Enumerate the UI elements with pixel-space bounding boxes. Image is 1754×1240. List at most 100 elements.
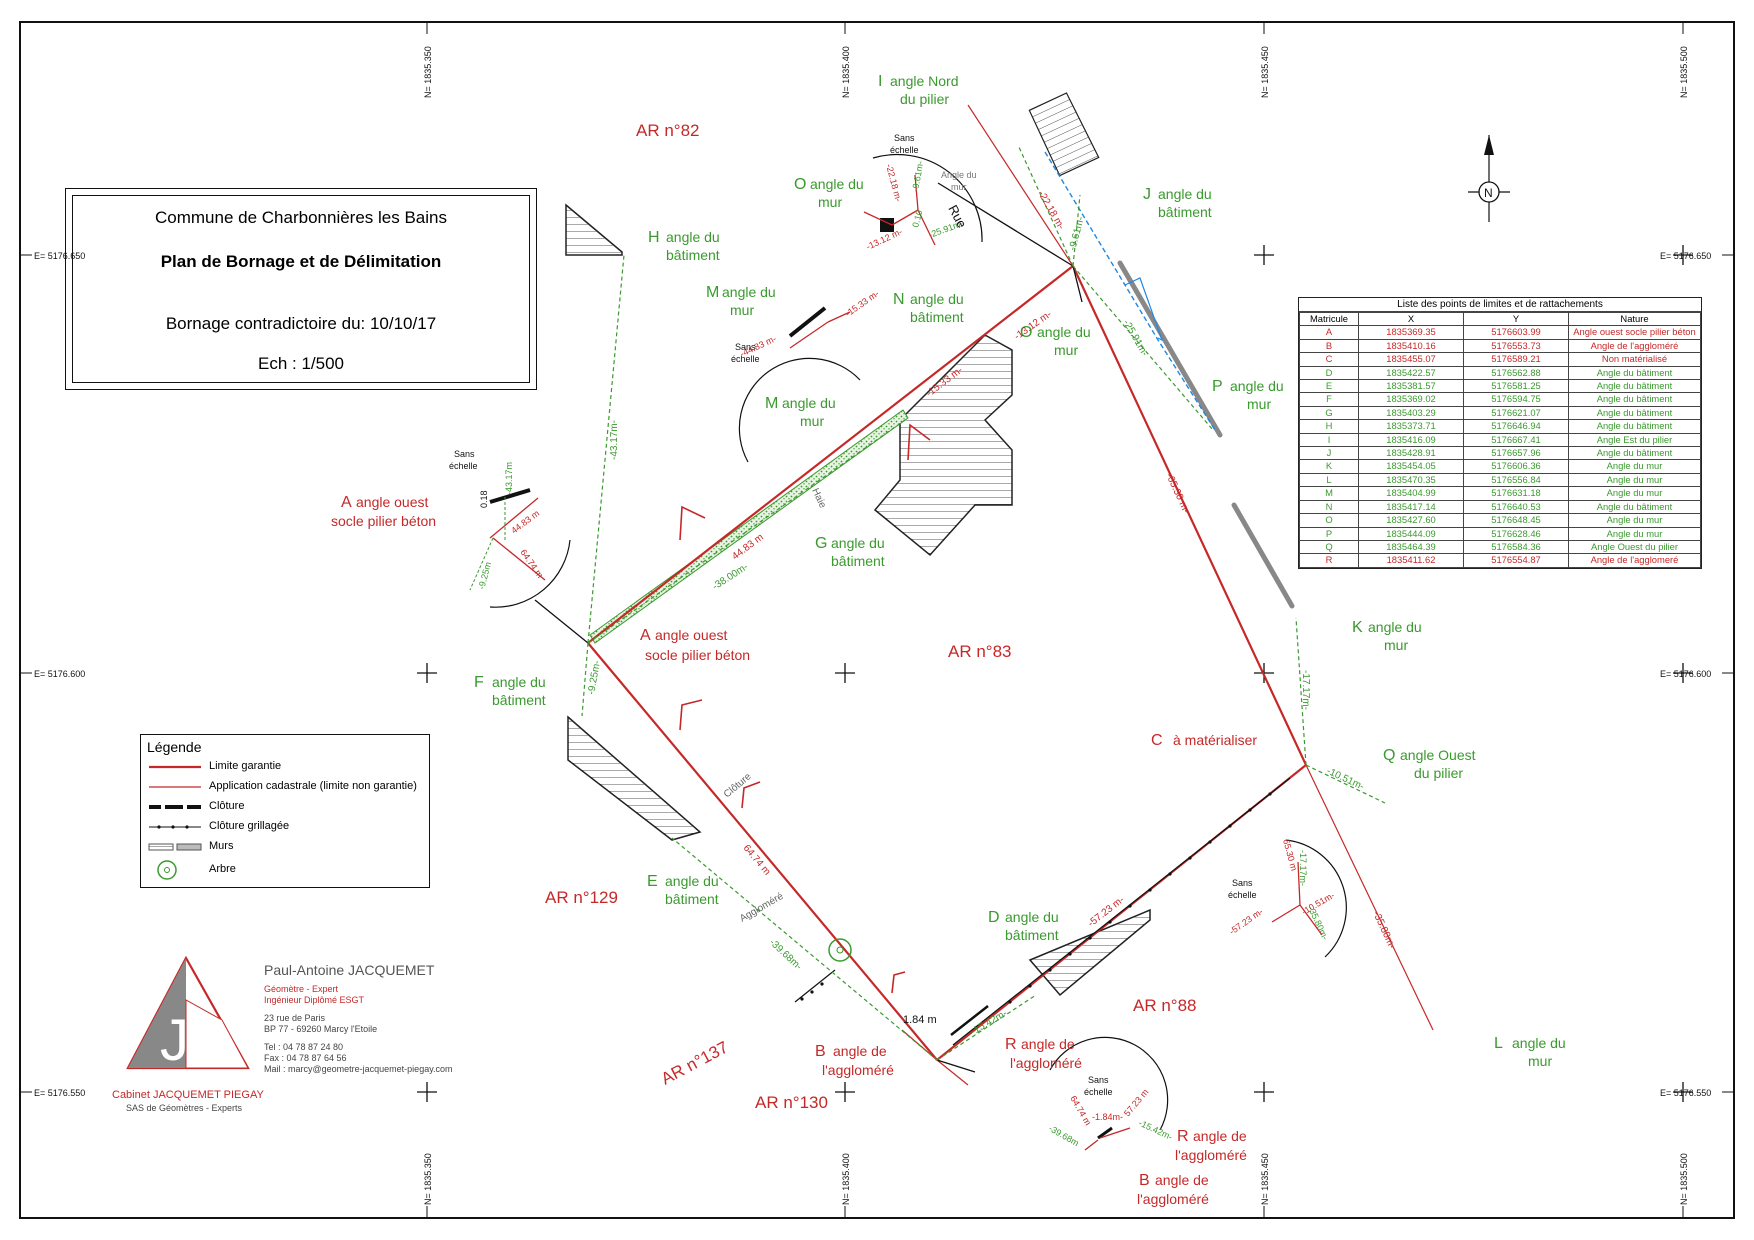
fence-wire — [950, 777, 1291, 1046]
table-cell-nature: Angle du mur — [1568, 472, 1701, 488]
dim-oc: -65.30 m- — [1163, 472, 1191, 515]
fence-flags — [679, 423, 931, 994]
tree-icon — [157, 860, 177, 880]
point-m-letter: M — [765, 395, 778, 412]
dim-be: -39.68m- — [767, 937, 804, 972]
table-cell-x: 1835464.39 — [1358, 539, 1464, 555]
grid-label-n-1835350-bottom: N= 1835.350 — [423, 1153, 433, 1205]
building-j — [1028, 92, 1100, 177]
legend-item-limite: Limite garantie — [147, 759, 417, 775]
legend: Légende Limite garantie Application cada… — [140, 734, 430, 888]
grid-label-n-1835450-bottom: N= 1835.450 — [1260, 1153, 1270, 1205]
point-m-inset-text-1: angle du — [722, 284, 776, 300]
inset-a-arc — [489, 539, 571, 608]
th-x: X — [1358, 311, 1464, 327]
dim-af: -9.25m- — [586, 660, 603, 696]
inset-m-arc — [738, 357, 861, 463]
dim-b-inset-57: 57.23 m — [1122, 1087, 1151, 1118]
point-f-text-2: bâtiment — [492, 692, 546, 708]
table-cell-x: 1835455.07 — [1358, 352, 1464, 367]
dim-ag: -38.00m- — [711, 561, 751, 592]
legend-label-limite: Limite garantie — [209, 760, 282, 772]
table-cell-nature: Angle du mur — [1568, 486, 1701, 501]
point-r-inset-text-1: angle de — [1193, 1128, 1247, 1144]
north-label: N — [1484, 186, 1493, 200]
point-b-text-2: l'aggloméré — [822, 1062, 894, 1078]
table-cell-nature: Angle du mur — [1568, 526, 1701, 541]
point-k-letter: K — [1352, 619, 1363, 636]
point-n-text-2: bâtiment — [910, 309, 964, 325]
sans-echelle-o-1: Sans — [894, 133, 915, 143]
firm-name: Paul-Antoine JACQUEMET — [264, 962, 435, 978]
sans-echelle-c-2: échelle — [1228, 890, 1257, 900]
point-m-inset-letter: M — [706, 284, 719, 301]
point-f-text-1: angle du — [492, 674, 546, 690]
point-i-text-1: angle Nord — [890, 73, 959, 89]
inset-o — [863, 174, 936, 246]
legend-limite-symbol — [149, 765, 201, 769]
sans-echelle-m-2: échelle — [731, 354, 760, 364]
point-r-inset-letter: R — [1177, 1128, 1189, 1145]
legend-label-cadastral: Application cadastrale (limite non garan… — [209, 780, 417, 792]
fence-b-west — [794, 969, 836, 1003]
dim-c-inset-35: -35.80m- — [1306, 905, 1330, 942]
parcel-ar129: AR n°129 — [545, 888, 618, 907]
point-h-text-2: bâtiment — [666, 247, 720, 263]
table-cell-y: 5176631.18 — [1463, 486, 1569, 501]
table-cell-x: 1835373.71 — [1358, 419, 1464, 434]
table-cell-y: 5176554.87 — [1463, 553, 1569, 568]
firm-sas: SAS de Géomètres - Experts — [126, 1103, 243, 1113]
firm-line1: Géomètre - Expert — [264, 984, 339, 994]
table-cell-nature: Angle du bâtiment — [1568, 446, 1701, 461]
table-cell-x: 1835422.57 — [1358, 365, 1464, 381]
grid-label-n-1835450-top: N= 1835.450 — [1260, 46, 1270, 98]
legend-item-cloture: Clôture — [147, 799, 417, 815]
agglomere-label: Aggloméré — [738, 891, 786, 925]
table-cell-y: 5176584.36 — [1463, 539, 1569, 555]
table-cell-nature: Angle du mur — [1568, 459, 1701, 474]
dim-rd: -15.42m- — [969, 1008, 1009, 1038]
table-cell-nature: Angle ouest socle pilier béton — [1568, 325, 1701, 340]
table-cell-id: N — [1299, 499, 1359, 515]
dim-br: 1.84 m — [903, 1014, 937, 1026]
dim-ck: -17.17m- — [1300, 670, 1311, 710]
table-cell-x: 1835470.35 — [1358, 472, 1464, 488]
table-cell-id: B — [1299, 338, 1359, 354]
table-cell-y: 5176589.21 — [1463, 352, 1569, 367]
legend-label-murs: Murs — [209, 840, 234, 852]
point-m-text-2: mur — [800, 413, 824, 429]
points-table: Liste des points de limites et de rattac… — [1298, 297, 1702, 569]
road-edge-line — [1044, 151, 1216, 431]
inset-b-arc — [1049, 1036, 1169, 1131]
table-cell-x: 1835428.91 — [1358, 446, 1464, 461]
dim-o-inset-01: 0.10 — [910, 209, 924, 229]
point-q-text-1: angle Ouest — [1400, 747, 1476, 763]
tree-symbol — [828, 938, 852, 962]
legend-label-cloture-grillagee: Clôture grillagée — [209, 820, 290, 832]
point-c-letter: C — [1151, 732, 1163, 749]
grid-label-e-5176600-right: E= 5176.600 — [1660, 669, 1711, 679]
dim-oj: -22.18 m- — [1035, 189, 1066, 232]
table-cell-y: 5176667.41 — [1463, 432, 1569, 448]
point-p-text-2: mur — [1247, 396, 1271, 412]
point-d-text-2: bâtiment — [1005, 927, 1059, 943]
parcel-ar82: AR n°82 — [636, 121, 700, 140]
table-cell-y: 5176553.73 — [1463, 338, 1569, 354]
buildings — [565, 92, 1151, 997]
firm-cabinet: Cabinet JACQUEMET PIEGAY — [112, 1089, 264, 1101]
point-a-inset-letter: A — [341, 494, 352, 511]
firm-fax: Fax : 04 78 87 64 56 — [264, 1053, 347, 1063]
table-cell-id: H — [1299, 419, 1359, 434]
angle-du-mur-small-1: Angle du — [941, 170, 977, 180]
title-date: Bornage contradictoire du: 10/10/17 — [165, 314, 437, 333]
reference-lines — [581, 144, 1386, 1061]
point-b-inset-text-2: l'aggloméré — [1137, 1191, 1209, 1207]
